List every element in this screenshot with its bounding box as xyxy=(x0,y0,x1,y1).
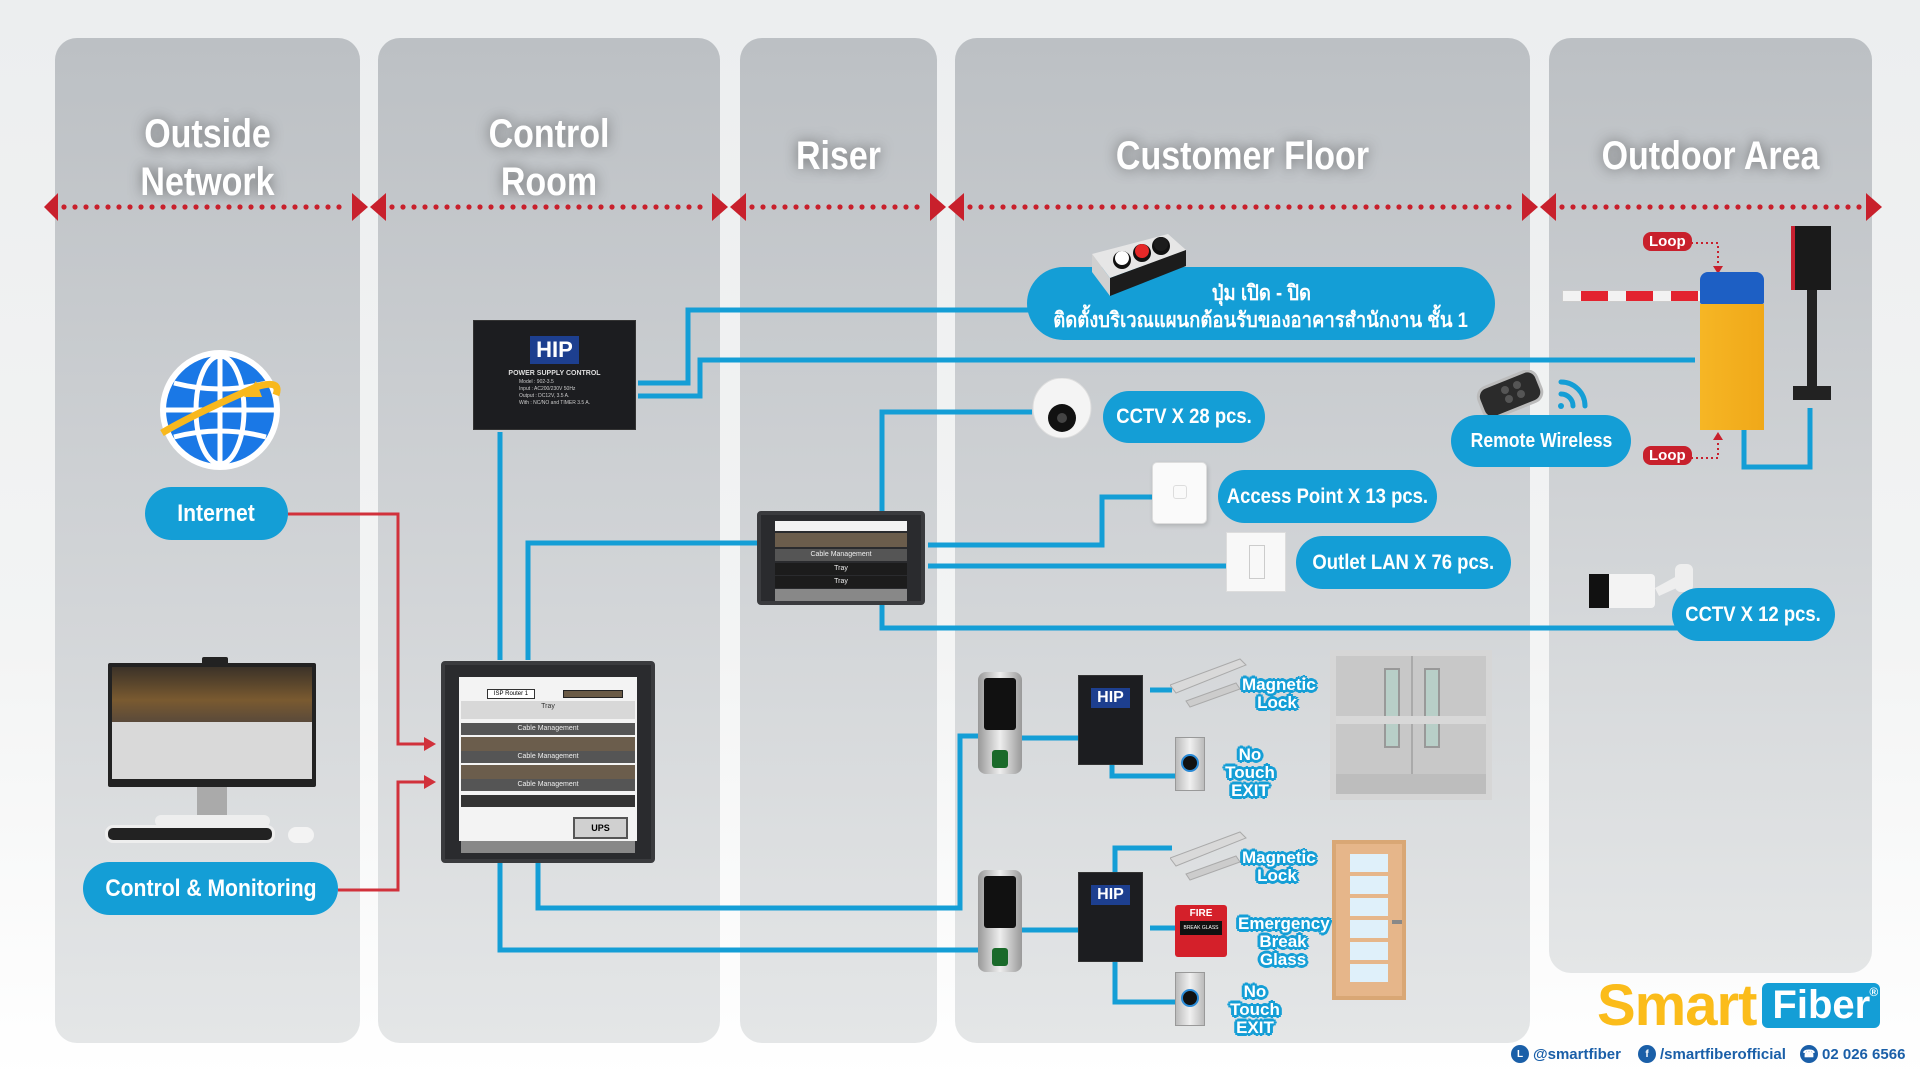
rack-label: Tray xyxy=(775,576,907,588)
power-strip xyxy=(775,589,907,601)
no-touch-exit-icon xyxy=(1175,737,1205,791)
remote-wireless-label: Remote Wireless xyxy=(1451,415,1631,467)
fingerprint-reader-icon xyxy=(978,870,1022,972)
ups-unit: UPS xyxy=(573,817,628,839)
cctv-bullet-label: CCTV X 12 pcs. xyxy=(1672,588,1835,641)
hip-logo: HIP xyxy=(1091,885,1130,905)
access-point-label: Access Point X 13 pcs. xyxy=(1218,470,1437,523)
zone-outdoor-area: Outdoor Area xyxy=(1549,38,1872,973)
rack-label: Cable Management xyxy=(461,723,635,735)
phone-contact[interactable]: ☎02 026 6566 xyxy=(1800,1045,1905,1063)
magnetic-lock-icon xyxy=(1169,828,1250,883)
wooden-door-icon xyxy=(1332,840,1406,1000)
power-supply-door2: HIP xyxy=(1078,872,1143,962)
magnetic-lock-icon xyxy=(1169,655,1250,710)
barrier-gate-icon xyxy=(1700,272,1764,430)
dome-camera-icon xyxy=(1032,377,1092,443)
barrier-arm-icon xyxy=(1562,290,1702,302)
riser-rack: Cable Management Tray Tray xyxy=(757,511,925,605)
globe-icon xyxy=(152,345,287,475)
smartfiber-logo: Smart Fiber® xyxy=(1597,972,1881,1039)
wireless-signal-icon xyxy=(1555,372,1595,412)
power-supply-door1: HIP xyxy=(1078,675,1143,765)
hip-logo: HIP xyxy=(1091,688,1130,708)
access-point-icon xyxy=(1152,462,1207,524)
logo-fiber: Fiber® xyxy=(1762,983,1881,1028)
rack-label: Tray xyxy=(461,701,635,719)
cctv-dome-label: CCTV X 28 pcs. xyxy=(1103,391,1265,443)
fingerprint-reader-icon xyxy=(978,672,1022,774)
internet-label: Internet xyxy=(145,487,288,540)
hip-logo: HIP xyxy=(530,336,579,364)
rack-switch xyxy=(461,765,635,779)
rack-label: Tray xyxy=(775,563,907,575)
rack-label: ISP Router 1 xyxy=(487,689,535,699)
outlet-lan-label: Outlet LAN X 76 pcs. xyxy=(1296,536,1511,589)
control-monitoring-label: Control & Monitoring xyxy=(83,862,338,915)
line-contact[interactable]: L@smartfiber xyxy=(1511,1045,1621,1063)
facebook-contact[interactable]: f/smartfiberofficial xyxy=(1638,1045,1786,1063)
line-icon: L xyxy=(1511,1045,1529,1063)
psu-title: POWER SUPPLY CONTROL xyxy=(508,370,601,377)
rack-label: Cable Management xyxy=(775,549,907,561)
lan-outlet-icon xyxy=(1226,532,1286,592)
bullet-camera-icon xyxy=(1585,562,1700,617)
rack-label: Cable Management xyxy=(461,751,635,763)
parking-ticket-reader-icon xyxy=(1791,226,1831,406)
phone-icon: ☎ xyxy=(1800,1045,1818,1063)
rack-switch xyxy=(775,533,907,547)
logo-smart: Smart xyxy=(1597,973,1757,1038)
desktop-computer-icon xyxy=(105,655,320,850)
double-door-icon xyxy=(1330,650,1492,800)
power-supply-control: HIP POWER SUPPLY CONTROL Model : 902-3.5… xyxy=(473,320,636,430)
facebook-icon: f xyxy=(1638,1045,1656,1063)
main-server-rack: ISP Router 1 Tray Cable Management Cable… xyxy=(441,661,655,863)
push-button-box-icon xyxy=(1088,228,1188,298)
loop-sensor-top: Loop xyxy=(1643,232,1692,251)
loop-sensor-bottom: Loop xyxy=(1643,446,1692,465)
zone-title: Outdoor Area xyxy=(1601,134,1820,178)
break-glass-icon: FIRE BREAK GLASS xyxy=(1175,905,1227,957)
zone-title: Customer Floor xyxy=(1115,134,1370,178)
no-touch-exit-icon xyxy=(1175,972,1205,1026)
power-strip xyxy=(461,841,635,853)
rack-switch xyxy=(461,737,635,751)
rack-label: Cable Management xyxy=(461,779,635,791)
patch-panel xyxy=(461,795,635,807)
remote-control-icon xyxy=(1475,369,1547,420)
zone-title: Riser xyxy=(795,134,882,178)
